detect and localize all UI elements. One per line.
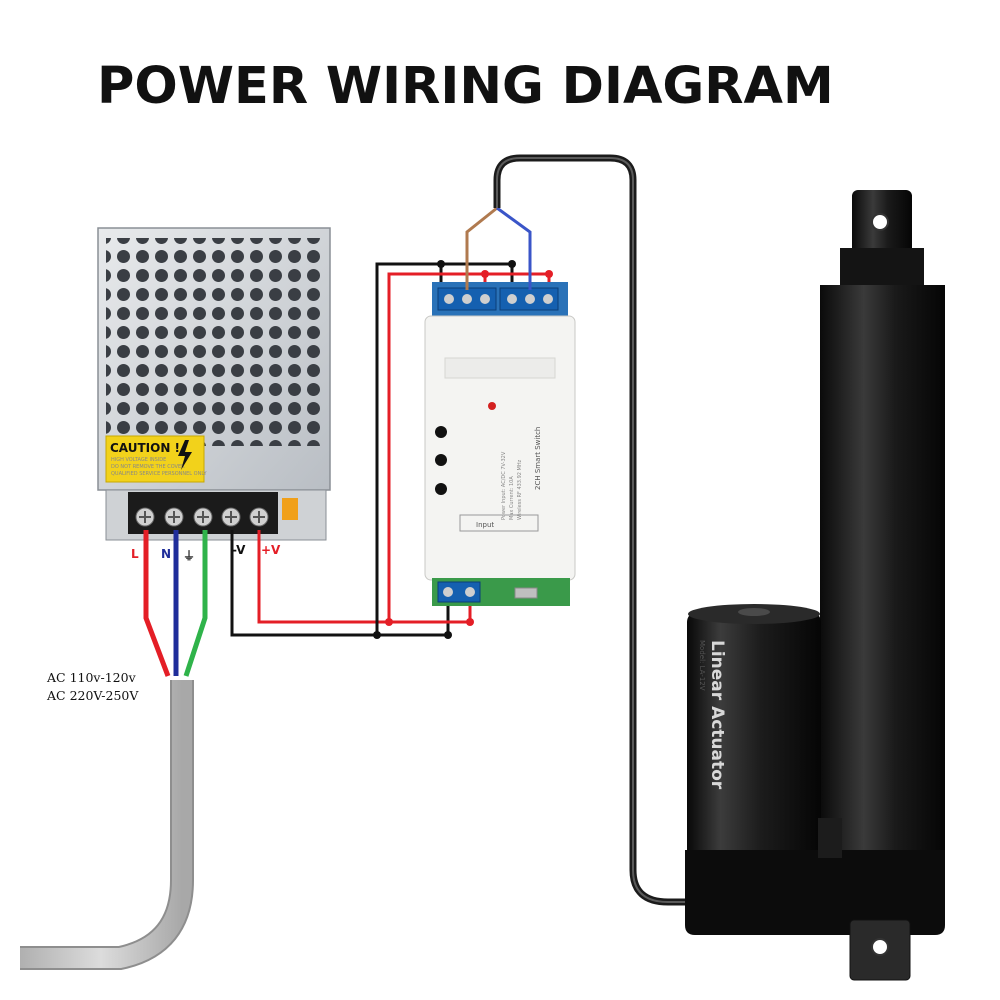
ac-input-cable [20,530,208,970]
switch-input-label: Input [476,521,494,529]
button-1-icon [435,426,447,438]
motor-lead-b [496,206,532,290]
ventilation-holes [106,238,324,446]
terminal-label-n: N [161,547,171,561]
diagram-title: POWER WIRING DIAGRAM [97,57,834,116]
button-2-icon [435,454,447,466]
caution-line-2: DO NOT REMOVE THE COVER [111,464,185,470]
terminal-label-pos-v: +V [261,543,281,557]
caution-line-1: HIGH VOLTAGE INSIDE [111,457,166,463]
terminal-screws [135,507,269,527]
power-supply: CAUTION ! HIGH VOLTAGE INSIDE DO NOT REM… [97,227,331,563]
smart-switch-module: 2CH Smart Switch Power Input: AC/DC 7V-3… [424,282,576,606]
terminal-label-l: L [131,547,139,561]
switch-spec-2: Max Current: 10A [509,476,515,520]
voltage-trim-pot [282,498,298,520]
status-led [488,402,496,410]
button-3-icon [435,483,447,495]
high-voltage-icon [178,440,192,470]
actuator-gearbox [685,850,945,935]
motor-lead-a [465,206,498,290]
linear-actuator: Linear Actuator Model: LA-12V [685,190,945,981]
switch-spec-1: Power Input: AC/DC 7V-32V [501,451,507,520]
actuator-motor [687,612,821,862]
dc-negative-wire [230,530,450,637]
caution-line-3: QUALIFIED SERVICE PERSONNEL ONLY [111,471,207,477]
terminal-label-earth: ⏚ [183,549,195,563]
actuator-model: Model: LA-12V [698,640,706,691]
switch-name: 2CH Smart Switch [534,427,542,490]
ac-input-label-220: AC 220V-250V [46,688,139,703]
switch-spec-3: Wireless RF 433.92 MHz [517,459,523,520]
earth-wire [183,530,208,677]
actuator-tube [820,285,945,865]
caution-sticker: CAUTION ! HIGH VOLTAGE INSIDE DO NOT REM… [105,435,207,483]
actuator-label: Linear Actuator [707,640,727,790]
ac-input-label-110: AC 110v-120v [46,670,137,685]
live-wire [143,530,171,677]
switch-housing [424,315,576,581]
caution-label: CAUTION ! [110,441,180,455]
terminal-label-neg-v: -V [232,543,246,557]
usb-port [514,587,538,599]
top-mount-hole [871,213,889,231]
bottom-mount-hole [871,938,889,956]
